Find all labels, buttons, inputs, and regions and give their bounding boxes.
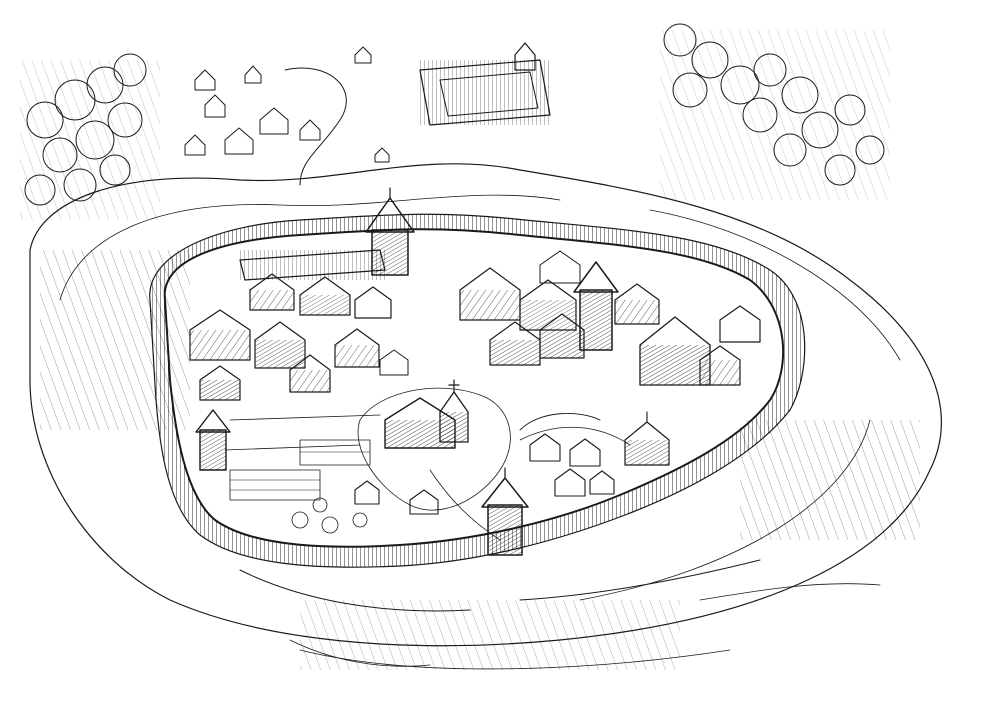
gardens-south-west: [224, 414, 439, 534]
trees-top-left: [20, 53, 160, 220]
road-lines: [239, 559, 881, 667]
watch-tower-east: [573, 261, 619, 351]
buildings-south-east: [519, 411, 670, 497]
buildings-west: [189, 249, 409, 401]
fenced-enclosure: [419, 42, 551, 126]
gate-tower-south: [481, 467, 529, 556]
trees-top-right: [660, 23, 890, 200]
central-church: [384, 379, 469, 449]
watch-tower-west: [195, 409, 231, 471]
buildings-east: [459, 250, 761, 386]
distant-huts: [184, 46, 390, 186]
